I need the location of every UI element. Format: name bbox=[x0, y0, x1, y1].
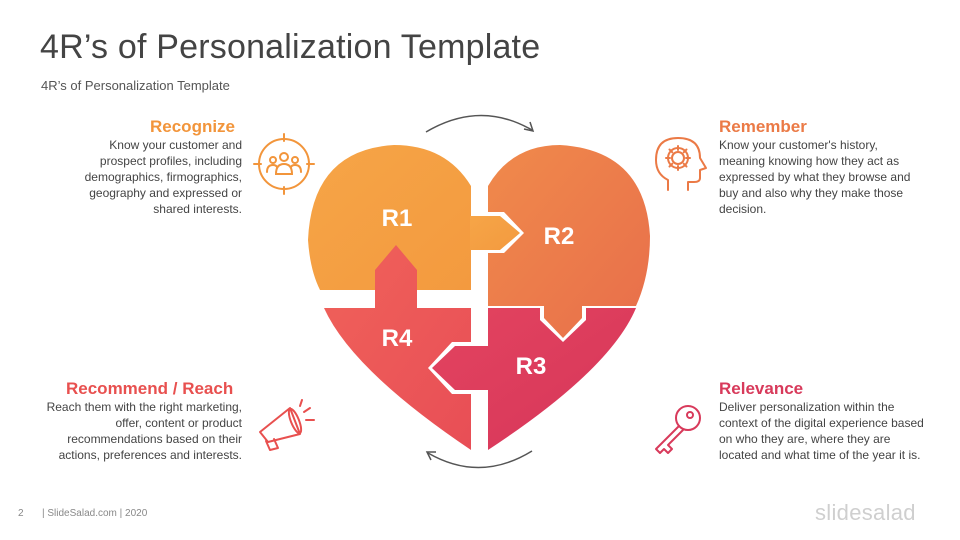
key-icon bbox=[655, 405, 701, 454]
recognize-text: Know your customer and prospect profiles… bbox=[84, 138, 242, 216]
megaphone-icon bbox=[259, 399, 315, 451]
users-target-icon bbox=[253, 133, 315, 195]
relevance-text: Deliver personalization within the conte… bbox=[719, 400, 924, 462]
remember-text: Know your customer's history, meaning kn… bbox=[719, 138, 911, 216]
remember-heading: Remember bbox=[719, 117, 807, 136]
page-number: 2 bbox=[18, 508, 24, 519]
label-r4: R4 bbox=[382, 325, 413, 352]
heart-puzzle-diagram: R1 R2 R3 R4 bbox=[308, 145, 650, 450]
slide-title: 4R’s of Personalization Template bbox=[40, 28, 541, 66]
label-r3: R3 bbox=[516, 353, 547, 380]
label-r1: R1 bbox=[382, 205, 413, 232]
bottom-cycle-arrow bbox=[425, 450, 533, 469]
puzzle-piece-r3 bbox=[432, 308, 636, 450]
brand-logo: slidesalad bbox=[815, 500, 916, 525]
recommend-heading: Recommend / Reach bbox=[66, 379, 234, 398]
footer-text: | SlideSalad.com | 2020 bbox=[42, 508, 148, 519]
top-cycle-arrow bbox=[425, 114, 535, 133]
relevance-heading: Relevance bbox=[719, 379, 804, 398]
puzzle-piece-r2 bbox=[488, 145, 650, 338]
slide-subtitle: 4R’s of Personalization Template bbox=[41, 78, 230, 93]
recognize-heading: Recognize bbox=[150, 117, 236, 136]
head-gear-icon bbox=[655, 137, 707, 191]
puzzle-piece-r4 bbox=[324, 245, 471, 450]
label-r2: R2 bbox=[544, 223, 575, 250]
recommend-text: Reach them with the right marketing, off… bbox=[46, 400, 242, 462]
puzzle-piece-r1 bbox=[308, 145, 520, 290]
